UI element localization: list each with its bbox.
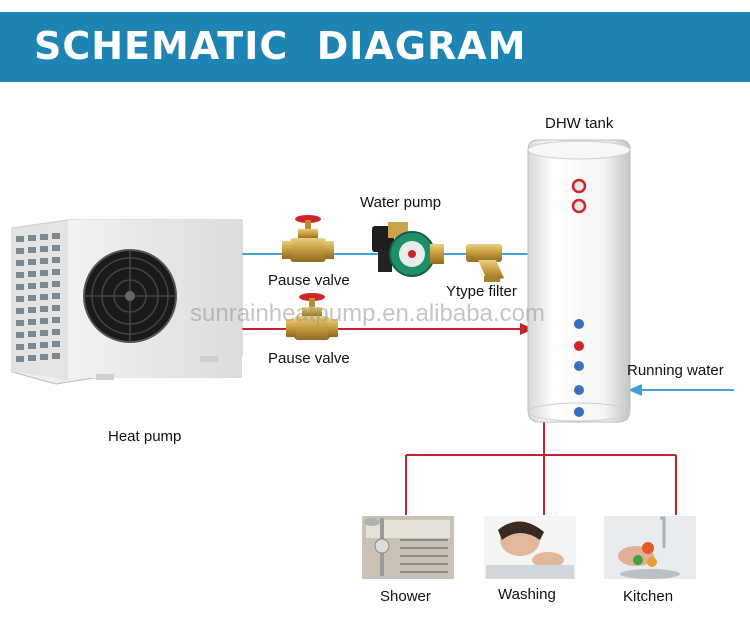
heat-pump-label: Heat pump xyxy=(108,428,182,445)
running-water-line xyxy=(628,384,734,396)
watermark: sunrainheatpump.en.alibaba.com xyxy=(190,300,545,327)
header-banner: SCHEMATIC DIAGRAM xyxy=(0,12,750,82)
water-pump-label: Water pump xyxy=(360,194,442,211)
washing-label: Washing xyxy=(498,586,556,603)
hot-water-line xyxy=(214,323,534,335)
heat-pump-unit-icon xyxy=(11,219,243,385)
kitchen-photo-icon xyxy=(604,516,696,579)
shower-photo-icon xyxy=(362,516,454,579)
kitchen-label: Kitchen xyxy=(623,588,674,605)
washing-photo-icon xyxy=(484,516,576,579)
ytype-filter-label: Ytype filter xyxy=(446,283,517,300)
pause-valve-top-label: Pause valve xyxy=(268,272,350,289)
shower-label: Shower xyxy=(380,588,431,605)
pause-valve-top-icon xyxy=(282,215,334,262)
pause-valve-bottom-label: Pause valve xyxy=(268,350,350,367)
water-pump-icon xyxy=(372,222,444,277)
running-water-label: Running water xyxy=(627,362,724,379)
dhw-tank-icon xyxy=(527,139,631,423)
page-title: SCHEMATIC DIAGRAM xyxy=(34,24,527,68)
dhw-tank-label: DHW tank xyxy=(545,115,614,132)
pause-valve-bottom-icon xyxy=(286,293,338,340)
distribution-piping xyxy=(405,420,677,515)
y-strainer-icon xyxy=(466,244,504,282)
